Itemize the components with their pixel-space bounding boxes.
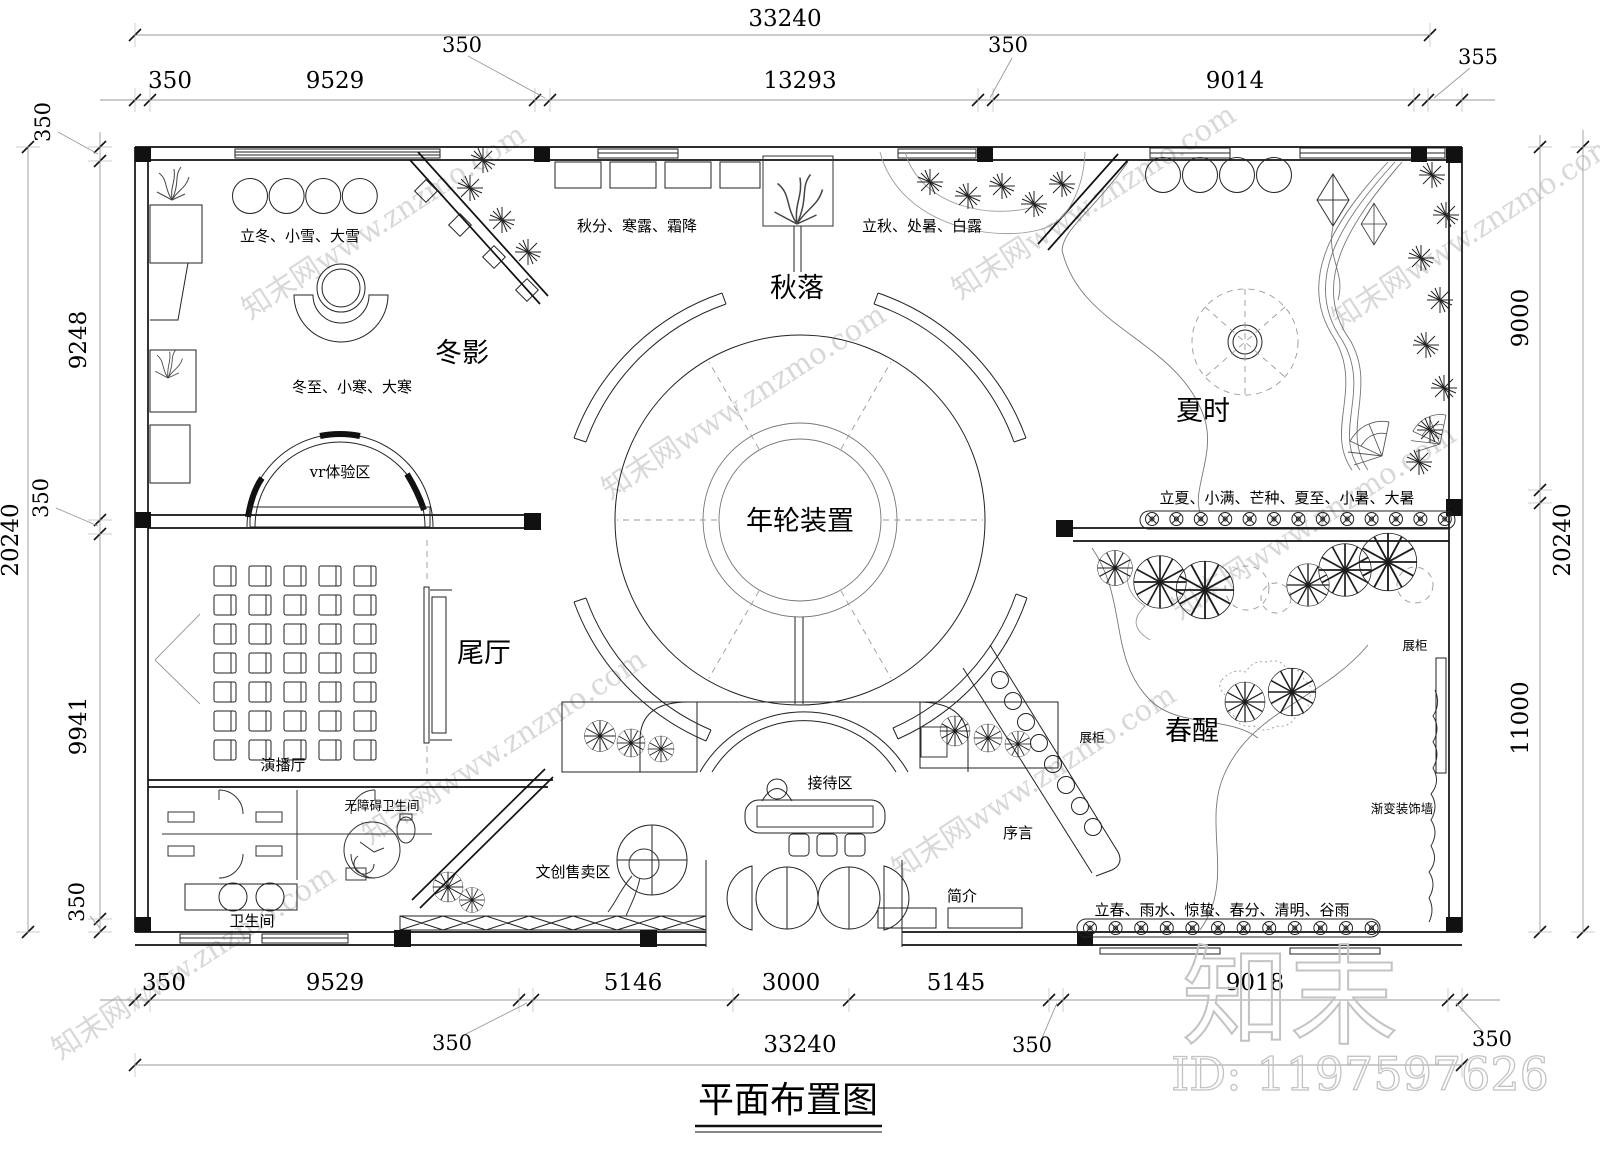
dim-bottom-1: 9529 [306, 970, 365, 996]
watermark-text: 知末网www.znzmo.com [945, 97, 1241, 306]
dim-top-4: 350 [988, 33, 1028, 57]
dim-top-overall: 33240 [748, 6, 821, 32]
dim-left-overall: 20240 [0, 503, 24, 576]
creative-sales-area: 文创售卖区 [535, 824, 688, 917]
spring-terms-label: 立春、雨水、惊蛰、春分、清明、谷雨 [1094, 901, 1349, 919]
entrance-doors[interactable] [705, 860, 910, 947]
dim-bottom-4: 3000 [762, 970, 821, 996]
studio-area: 演播厅 尾厅 [154, 540, 511, 778]
dim-bottom-7: 9018 [1226, 970, 1285, 996]
dim-top-2: 350 [442, 33, 482, 57]
dim-bottom-6: 350 [1012, 1033, 1052, 1057]
toilet-label: 卫生间 [229, 912, 274, 930]
display-frames [413, 178, 540, 303]
accessible-toilet-label: 无障碍卫生间 [344, 798, 419, 813]
brand-watermark: 知末 ID: 1197597626 [1170, 935, 1549, 1102]
gradient-wall-label: 渐变装饰墙 [1371, 801, 1434, 816]
autumn-zone-label: 秋落 [770, 273, 824, 304]
winter-zone-label: 冬影 [435, 338, 489, 369]
dim-left-4: 350 [65, 882, 89, 922]
dim-top-3: 13293 [763, 68, 836, 94]
dimension-lines [16, 23, 1595, 1077]
watermark-text: 知末网www.znzmo.com [595, 297, 891, 506]
zone-winter: 立冬、小雪、大雪 冬影 冬至、小寒、大寒 vr体验区 [149, 166, 489, 528]
dim-left-0: 350 [31, 102, 55, 142]
drawing-title: 平面布置图 [695, 1080, 882, 1133]
dim-left-1: 9248 [66, 311, 92, 370]
dim-left-3: 9941 [66, 697, 92, 756]
annual-ring-label: 年轮装置 [746, 506, 854, 537]
interior-walls [148, 151, 1449, 909]
dim-left-2: 350 [29, 478, 53, 518]
tail-hall-label: 尾厅 [457, 638, 511, 669]
building-walls [134, 146, 1463, 955]
dim-right-overall: 20240 [1550, 503, 1576, 576]
brand-logo-text: 知末 [1182, 936, 1398, 1061]
zone-spring: 春醒 渐变装饰墙 展柜 立春、雨水、惊蛰、春分、清明、谷雨 [1076, 547, 1447, 938]
annual-ring-installation: 年轮装置 [573, 292, 1028, 742]
lattice-display-strip [399, 915, 707, 931]
dim-bottom-overall: 33240 [763, 1032, 836, 1058]
dim-top-5: 9014 [1206, 68, 1265, 94]
dimension-labels: 33240 350 9529 350 13293 350 9014 355 35… [0, 6, 1576, 1058]
vr-area-label: vr体验区 [309, 463, 371, 481]
reception-area: 接待区 简介 [561, 701, 1059, 947]
studio-label: 演播厅 [260, 756, 305, 774]
dim-right-0: 9000 [1508, 289, 1534, 348]
spring-zone-label: 春醒 [1165, 716, 1219, 747]
winter-terms-a-label: 立冬、小雪、大雪 [240, 227, 360, 245]
dim-bottom-2: 350 [432, 1031, 472, 1055]
intro-label: 简介 [947, 887, 977, 905]
dim-top-6: 355 [1458, 45, 1498, 69]
dim-bottom-0: 350 [142, 970, 186, 996]
summer-terms-label: 立夏、小满、芒种、夏至、小暑、大暑 [1159, 489, 1414, 507]
dim-bottom-8: 350 [1472, 1027, 1512, 1051]
zone-autumn: 秋分、寒露、霜降 秋落 立秋、处暑、白露 [554, 151, 1086, 304]
plant-stars [456, 146, 1460, 476]
reception-label: 接待区 [807, 774, 852, 792]
zone-summer: 夏时 立夏、小满、芒种、夏至、小暑、大暑 [1061, 157, 1456, 530]
autumn-terms-a-label: 秋分、寒露、霜降 [577, 217, 697, 235]
title-text: 平面布置图 [698, 1080, 878, 1121]
preface-display: 展柜 序言 [962, 644, 1121, 877]
dim-top-0: 350 [148, 68, 192, 94]
dim-right-1: 11000 [1508, 681, 1534, 754]
columns [135, 147, 1462, 947]
winter-terms-b-label: 冬至、小寒、大寒 [292, 378, 412, 396]
watermark-id: ID: 1197597626 [1171, 1047, 1549, 1101]
watermark-text: 知末网www.znzmo.com [885, 677, 1181, 886]
toilet-area: 卫生间 无障碍卫生间 [162, 789, 432, 930]
display-case-right-label: 展柜 [1402, 638, 1427, 653]
window-strips [179, 147, 1446, 955]
autumn-terms-b-label: 立秋、处暑、白露 [862, 217, 982, 235]
summer-zone-label: 夏时 [1176, 396, 1230, 427]
preface-label: 序言 [1003, 824, 1033, 842]
dim-top-1: 9529 [306, 68, 365, 94]
display-case-label: 展柜 [1079, 730, 1104, 745]
dim-bottom-3: 5146 [604, 970, 663, 996]
dim-bottom-5: 5145 [927, 970, 986, 996]
creative-sales-label: 文创售卖区 [535, 863, 610, 881]
